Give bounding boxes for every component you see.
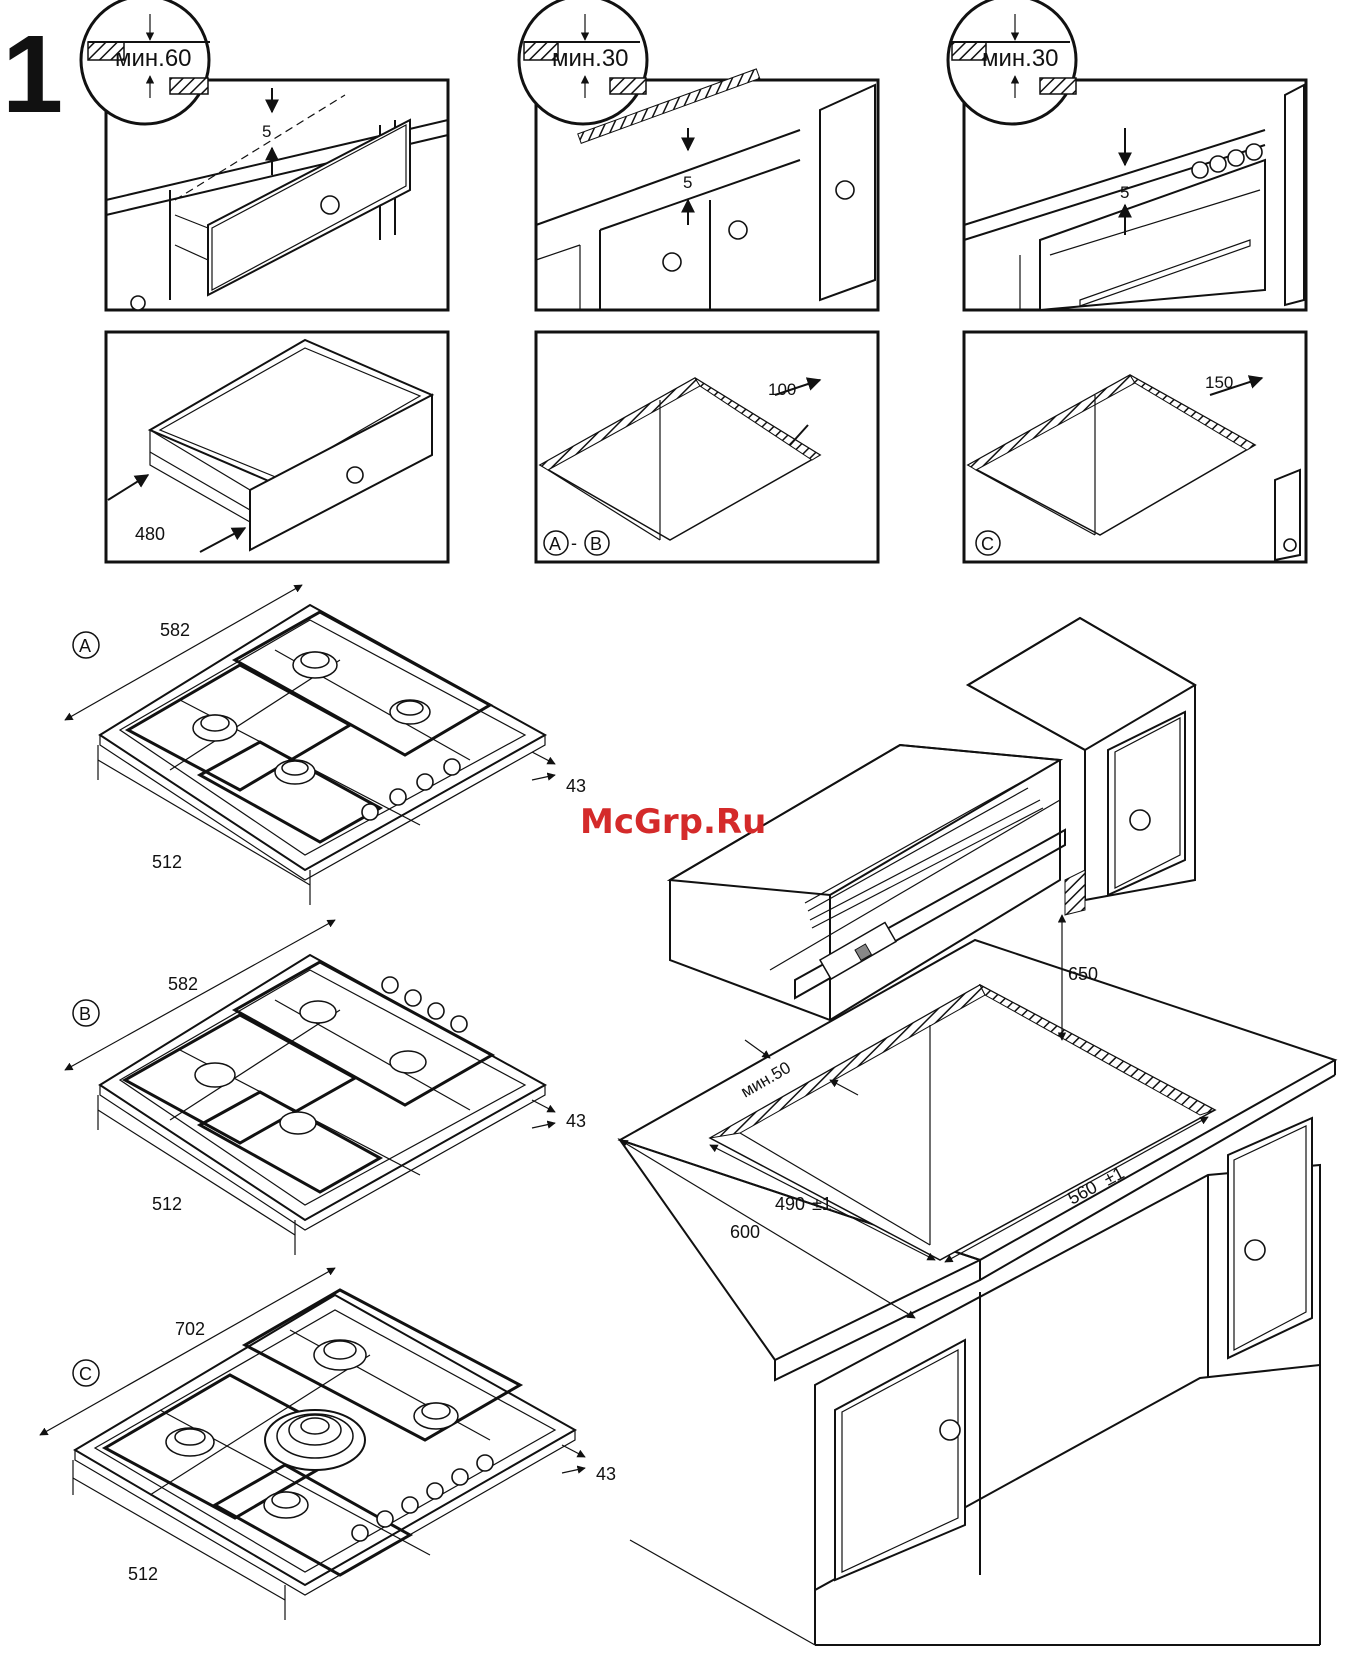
mid-panel-3: 150 C xyxy=(964,332,1306,562)
hob-a-label: A xyxy=(79,636,91,656)
hob-b-depth: 512 xyxy=(152,1194,182,1214)
hob-b-height: 43 xyxy=(566,1111,586,1131)
hob-c-depth: 512 xyxy=(128,1564,158,1584)
callout-label-1: мин.60 xyxy=(115,45,192,72)
top-panel-1: 5 мин.60 xyxy=(81,0,448,310)
hob-a-height: 43 xyxy=(566,776,586,796)
hob-type-b-label: B xyxy=(590,534,602,554)
hob-a-depth: 512 xyxy=(152,852,182,872)
worktop-depth-label: 600 xyxy=(730,1222,760,1242)
installation-view: 650 мин.50 600 490 ±1 560 ±1 xyxy=(620,618,1335,1645)
gap-label-3: 5 xyxy=(1120,183,1129,202)
mid-panel-1: 480 xyxy=(106,332,448,562)
hob-type-c-label: C xyxy=(981,534,994,554)
drawer-depth-label: 480 xyxy=(135,524,165,544)
hob-c-height: 43 xyxy=(596,1464,616,1484)
figure-number: 1 xyxy=(2,13,63,136)
gap-label-2: 5 xyxy=(683,173,692,192)
hob-c-width: 702 xyxy=(175,1319,205,1339)
hob-type-a-label: A xyxy=(549,534,561,554)
hood-clearance-label: 650 xyxy=(1068,964,1098,984)
callout-label-3: мин.30 xyxy=(982,45,1059,72)
cutout-margin-label-ab: 100 xyxy=(768,380,796,399)
hob-b-label: B xyxy=(79,1004,91,1024)
cutout-depth-tolerance: ±1 xyxy=(812,1194,832,1214)
cutout-depth-label: 490 xyxy=(775,1194,805,1214)
top-panel-2: 5 мин.30 xyxy=(519,0,878,310)
gap-label-1: 5 xyxy=(262,122,271,141)
top-panel-3: 5 мин.30 xyxy=(948,0,1306,310)
hob-a-width: 582 xyxy=(160,620,190,640)
hob-b: B 582 512 43 xyxy=(65,920,586,1255)
label-separator: - xyxy=(571,533,577,553)
cutout-margin-label-c: 150 xyxy=(1205,373,1233,392)
callout-label-2: мин.30 xyxy=(552,45,629,72)
hob-c: C 702 512 43 xyxy=(40,1268,616,1620)
watermark: McGrp.Ru xyxy=(580,802,766,842)
hob-b-width: 582 xyxy=(168,974,198,994)
hob-c-label: C xyxy=(79,1364,92,1384)
hob-a: A 582 512 43 xyxy=(65,585,586,905)
mid-panel-2: 100 A - B xyxy=(536,332,878,562)
